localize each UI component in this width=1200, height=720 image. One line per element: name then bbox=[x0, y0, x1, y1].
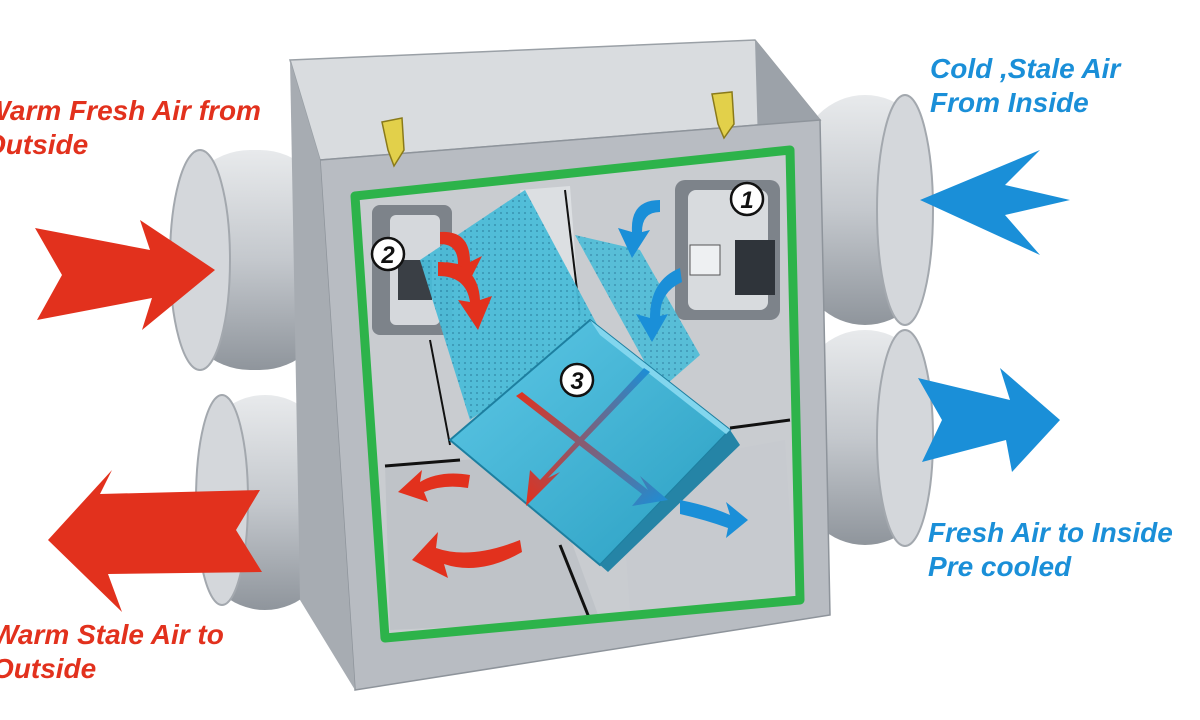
inner-arrow-cool-supply bbox=[680, 500, 748, 538]
duct-top-right bbox=[800, 94, 934, 326]
crossflow-arrow-cool bbox=[526, 368, 650, 506]
label-warm-fresh-air: Warm Fresh Air from Outside bbox=[0, 94, 261, 162]
label-fresh-air-inside: Fresh Air to Inside Pre cooled bbox=[928, 516, 1173, 584]
marker-3-number: 3 bbox=[570, 368, 584, 395]
latch-right bbox=[711, 91, 735, 140]
marker-3: 3 bbox=[559, 362, 595, 398]
arrow-warm-stale-out bbox=[48, 470, 262, 612]
arrow-warm-fresh-in bbox=[35, 220, 215, 330]
label-warm-stale-air-line1: Warm Stale Air to bbox=[0, 619, 224, 650]
label-cold-stale-air: Cold ,Stale Air From Inside bbox=[930, 52, 1120, 120]
marker-2-number: 2 bbox=[380, 242, 395, 269]
crossflow-arrow-warm bbox=[516, 392, 668, 506]
blower-right bbox=[675, 180, 780, 320]
marker-1: 1 bbox=[729, 181, 765, 217]
label-warm-stale-air-line2: Outside bbox=[0, 653, 97, 684]
marker-2: 2 bbox=[370, 236, 406, 272]
latch-left bbox=[381, 117, 405, 168]
arrow-cold-stale-in bbox=[920, 150, 1070, 255]
label-cold-stale-air-line2: From Inside bbox=[930, 87, 1089, 118]
filter-right bbox=[575, 235, 700, 390]
arrow-fresh-supply-out bbox=[918, 368, 1060, 472]
label-warm-fresh-air-line2: Outside bbox=[0, 129, 89, 160]
label-fresh-air-inside-line1: Fresh Air to Inside bbox=[928, 517, 1173, 548]
marker-1-number: 1 bbox=[740, 187, 753, 214]
inner-arrow-cool-intake bbox=[618, 200, 682, 342]
label-cold-stale-air-line1: Cold ,Stale Air bbox=[930, 53, 1121, 84]
heat-exchange-core bbox=[448, 318, 740, 572]
core-crossflow-arrows bbox=[516, 368, 668, 506]
access-frame bbox=[350, 145, 805, 643]
label-warm-stale-air: Warm Stale Air to Outside bbox=[0, 618, 224, 686]
label-warm-fresh-air-line1: Warm Fresh Air from bbox=[0, 95, 261, 126]
inner-arrow-warm-exhaust bbox=[398, 470, 522, 578]
inner-arrow-warm-intake bbox=[438, 231, 492, 330]
label-fresh-air-inside-line2: Pre cooled bbox=[928, 551, 1072, 582]
duct-bottom-right bbox=[800, 329, 934, 547]
